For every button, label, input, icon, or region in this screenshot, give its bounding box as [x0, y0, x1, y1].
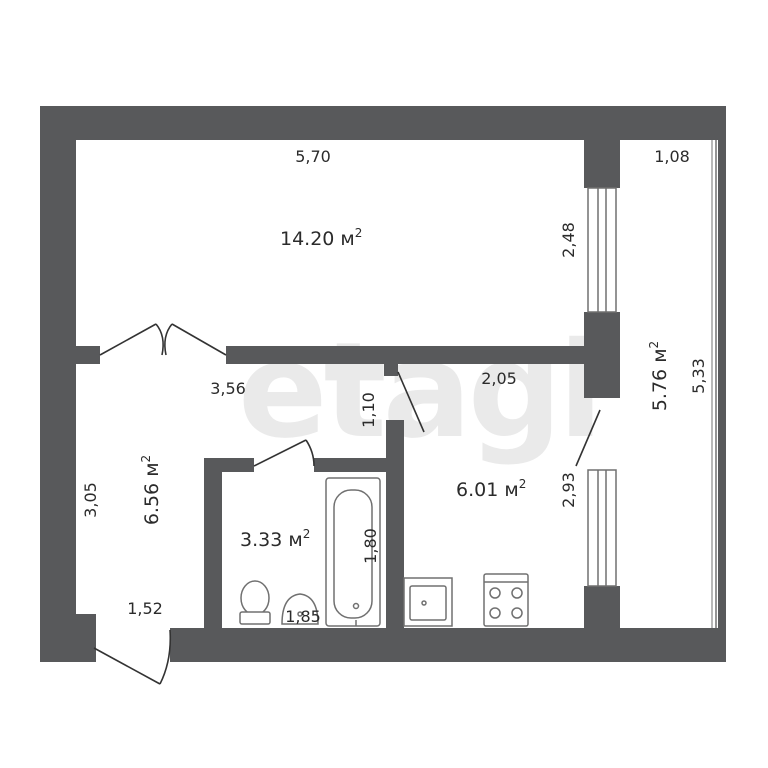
door-bathroom [253, 439, 307, 467]
sink-icon [281, 593, 319, 625]
outer-wall-left-upper [40, 106, 76, 628]
living-wall-horizontal [226, 346, 620, 364]
kitchen-depth: 2,93 [559, 472, 578, 508]
bathroom-wall-left [204, 458, 222, 638]
hallway-area: 6.56 м2 [139, 455, 163, 525]
toilet-icon [239, 580, 271, 625]
bathroom-wall-right [386, 420, 404, 638]
window-kitchen [587, 469, 617, 587]
kitchen-area: 6.01 м2 [456, 477, 526, 501]
door-entrance [93, 647, 161, 685]
doors [93, 323, 601, 685]
living-wall-left-stub [76, 346, 100, 364]
living-room-depth: 2,48 [559, 222, 578, 258]
outer-wall-left-lower [40, 614, 96, 662]
balcony-wall-top [584, 106, 620, 188]
watermark-logo: etagi [238, 314, 599, 468]
hallway-width-bottom: 1,52 [127, 599, 163, 618]
door-kitchen [397, 371, 425, 433]
outer-wall-top [40, 106, 726, 140]
door-balcony [575, 409, 601, 467]
balcony-wall-bottom [584, 586, 620, 662]
walls [40, 106, 726, 662]
bathroom-area: 3.33 м2 [240, 527, 310, 551]
outer-wall-bottom [170, 628, 726, 662]
balcony-width: 1,08 [654, 147, 690, 166]
bathtub-icon [325, 477, 381, 627]
outer-wall-right [718, 106, 726, 662]
kitchen-width: 2,05 [481, 369, 517, 388]
bathroom-depth: 1,80 [361, 528, 380, 564]
kitchen-sink-icon [403, 577, 453, 627]
bathroom-width: 1,85 [285, 607, 321, 626]
stove-icon [483, 573, 529, 627]
door-living-left [99, 323, 157, 356]
living-room-area: 14.20 м2 [280, 226, 362, 250]
hallway-width-top: 3,56 [210, 379, 246, 398]
kitchen-door-width: 1,10 [359, 392, 378, 428]
balcony-area: 5.76 м2 [647, 341, 671, 411]
door-living-right [171, 323, 227, 356]
fixtures [239, 477, 529, 627]
kitchen-door-post [384, 364, 398, 376]
balcony-length: 5,33 [689, 358, 708, 394]
window-living [587, 187, 617, 313]
living-room-width: 5,70 [295, 147, 331, 166]
hallway-length: 3,05 [81, 482, 100, 518]
bathroom-wall-top-right [314, 458, 404, 472]
windows [587, 140, 717, 628]
